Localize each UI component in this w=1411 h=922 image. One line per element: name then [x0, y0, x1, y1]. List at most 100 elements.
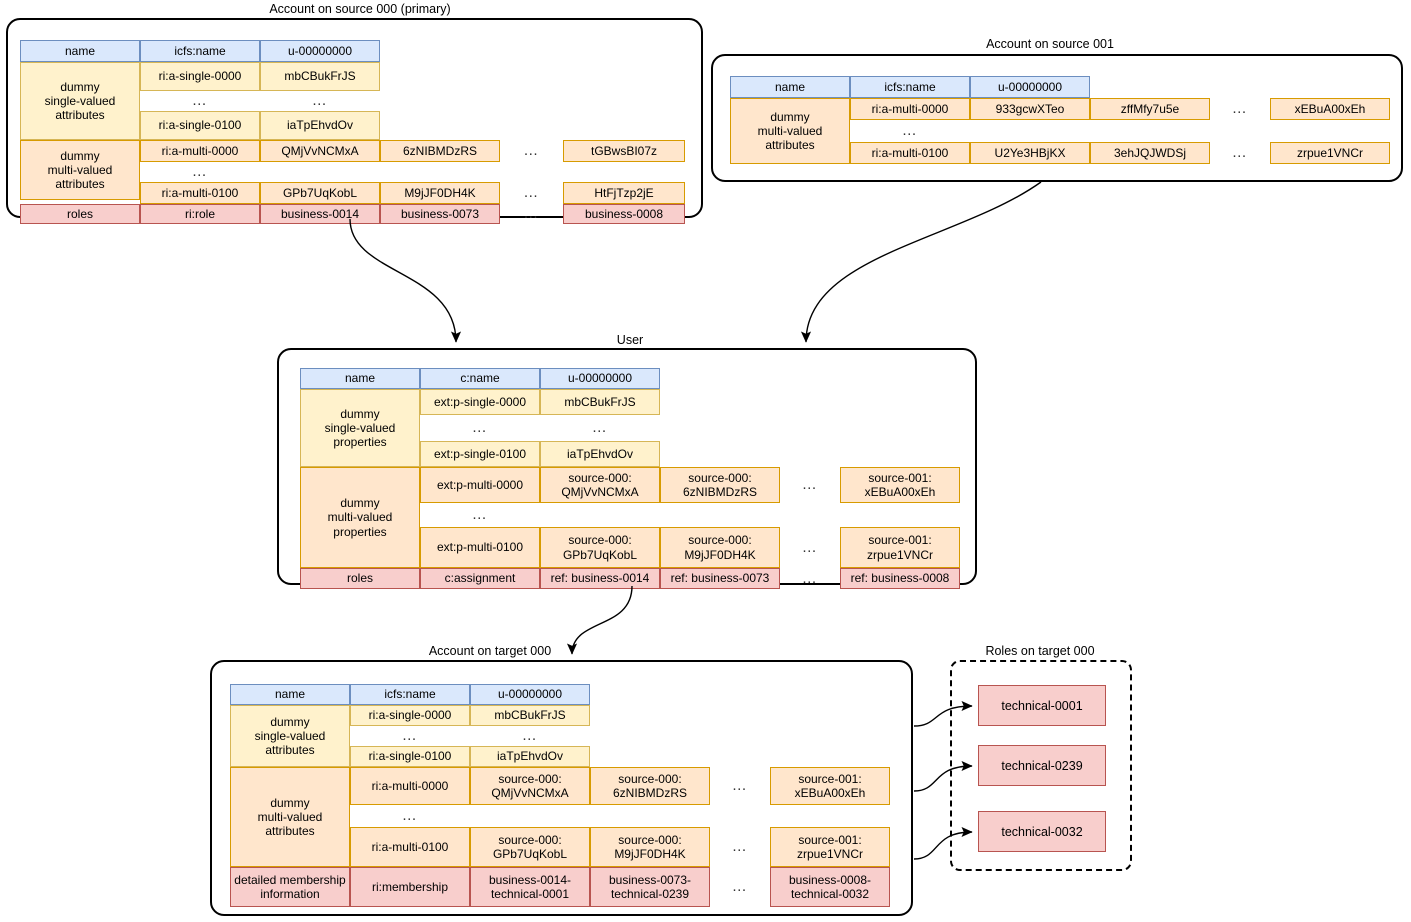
cell-t000-multi-v1-0: source-000:QMjVvNCMxA — [470, 767, 590, 805]
cell-t000-single-attr-ellipsis: … — [401, 727, 419, 745]
cell-t000-multi-dots-0: … — [731, 777, 749, 795]
cell-user-roles-last: ref: business-0008 — [840, 568, 960, 589]
cell-user-multi-v1-0: source-000:QMjVvNCMxA — [540, 467, 660, 503]
cell-t000-multi-attr-0: ri:a-multi-0000 — [350, 767, 470, 805]
cell-s001-header-name: name — [730, 76, 850, 98]
cell-multi-last-0: tGBwsBI07z — [563, 140, 685, 162]
cell-header-name: name — [20, 40, 140, 62]
cell-user-multi-attr-ellipsis: … — [471, 506, 489, 524]
title-user: User — [616, 333, 644, 347]
cell-header-icfsname: icfs:name — [140, 40, 260, 62]
cell-multi-v2-1: M9jJF0DH4K — [380, 182, 500, 204]
cell-roles-last: business-0008 — [563, 204, 685, 224]
cell-user-multi-v2-0: source-000:6zNIBMDzRS — [660, 467, 780, 503]
cell-single-value-0: mbCBukFrJS — [260, 62, 380, 91]
role-technical-0032[interactable]: technical-0032 — [978, 811, 1106, 852]
cell-user-multi-dots-1: … — [801, 538, 819, 556]
cell-user-single-attr-ellipsis: … — [471, 419, 489, 437]
cell-s001-header-uid: u-00000000 — [970, 76, 1090, 98]
cell-s001-multi-attr-ellipsis: … — [901, 122, 919, 140]
cell-t000-single-attr-0: ri:a-single-0000 — [350, 705, 470, 726]
arrow-source000-to-user — [349, 218, 462, 343]
cell-multi-v2-0: 6zNIBMDzRS — [380, 140, 500, 162]
cell-s001-multi-last-0: xEBuA00xEh — [1270, 98, 1390, 120]
title-account-source-000: Account on source 000 (primary) — [269, 2, 451, 16]
cell-user-single-value-0: mbCBukFrJS — [540, 389, 660, 415]
cell-user-roles-value-0: ref: business-0014 — [540, 568, 660, 589]
cell-s001-multi-dots-0: … — [1231, 100, 1249, 118]
cell-user-single-value-ellipsis: … — [591, 419, 609, 437]
arrow-source001-to-user — [800, 181, 1042, 343]
title-roles-target-000: Roles on target 000 — [985, 644, 1095, 658]
cell-user-roles-attr: c:assignment — [420, 568, 540, 589]
cell-user-multi-dots-0: … — [801, 476, 819, 494]
title-account-source-001: Account on source 001 — [986, 37, 1114, 51]
cell-t000-single-value-ellipsis: … — [521, 727, 539, 745]
cell-single-attr-ellipsis: … — [191, 92, 209, 110]
cell-roles-value-0: business-0014 — [260, 204, 380, 224]
cell-multi-attr-0: ri:a-multi-0000 — [140, 140, 260, 162]
cell-t000-header-name: name — [230, 684, 350, 705]
role-technical-0001[interactable]: technical-0001 — [978, 685, 1106, 726]
cell-user-multi-attr-1: ext:p-multi-0100 — [420, 527, 540, 568]
cell-s001-header-icfsname: icfs:name — [850, 76, 970, 98]
cell-multi-v1-1: GPb7UqKobL — [260, 182, 380, 204]
cell-user-single-attr-0: ext:p-single-0000 — [420, 389, 540, 415]
cell-multi-attr-1: ri:a-multi-0100 — [140, 182, 260, 204]
cell-user-single-attr-1: ext:p-single-0100 — [420, 441, 540, 467]
cell-roles-value-1: business-0073 — [380, 204, 500, 224]
cell-user-multi-v2-1: source-000:M9jJF0DH4K — [660, 527, 780, 568]
cell-user-roles-dots: … — [801, 569, 819, 587]
cell-t000-header-icfsname: icfs:name — [350, 684, 470, 705]
cell-s001-multi-v1-1: U2Ye3HBjKX — [970, 142, 1090, 164]
cell-user-single-value-1: iaTpEhvdOv — [540, 441, 660, 467]
cell-t000-multi-last-1: source-001:zrpue1VNCr — [770, 827, 890, 867]
cell-t000-multi-v1-1: source-000:GPb7UqKobL — [470, 827, 590, 867]
cell-roles-dots: … — [523, 205, 540, 223]
cell-t000-single-attr-1: ri:a-single-0100 — [350, 746, 470, 767]
cell-user-multi-last-0: source-001:xEBuA00xEh — [840, 467, 960, 503]
cell-user-header-cname: c:name — [420, 368, 540, 389]
cell-t000-membership-attr: ri:membership — [350, 867, 470, 907]
cell-t000-membership-value-0: business-0014-technical-0001 — [470, 867, 590, 907]
cell-s001-multi-v2-1: 3ehJQJWDSj — [1090, 142, 1210, 164]
cell-t000-multi-attr-1: ri:a-multi-0100 — [350, 827, 470, 867]
cell-user-multi-last-1: source-001:zrpue1VNCr — [840, 527, 960, 568]
cell-multi-dots-1: … — [523, 184, 540, 202]
cell-header-uid: u-00000000 — [260, 40, 380, 62]
cell-single-attr-0: ri:a-single-0000 — [140, 62, 260, 91]
cell-roles-label: roles — [20, 204, 140, 224]
cell-user-multi-attr-0: ext:p-multi-0000 — [420, 467, 540, 503]
cell-t000-single-value-1: iaTpEhvdOv — [470, 746, 590, 767]
cell-multi-v1-0: QMjVvNCMxA — [260, 140, 380, 162]
cell-user-header-uid: u-00000000 — [540, 368, 660, 389]
cell-s001-multi-dots-1: … — [1231, 144, 1249, 162]
cell-user-multi-v1-1: source-000:GPb7UqKobL — [540, 527, 660, 568]
cell-t000-multi-v2-0: source-000:6zNIBMDzRS — [590, 767, 710, 805]
cell-s001-multi-v1-0: 933gcwXTeo — [970, 98, 1090, 120]
cell-t000-single-value-0: mbCBukFrJS — [470, 705, 590, 726]
cell-s001-multi-last-1: zrpue1VNCr — [1270, 142, 1390, 164]
cell-single-value-1: iaTpEhvdOv — [260, 111, 380, 140]
cell-user-roles-value-1: ref: business-0073 — [660, 568, 780, 589]
cell-t000-multi-last-0: source-001:xEBuA00xEh — [770, 767, 890, 805]
role-technical-0239[interactable]: technical-0239 — [978, 745, 1106, 786]
cell-t000-multi-dots-1: … — [731, 838, 749, 856]
cell-user-roles-label: roles — [300, 568, 420, 589]
cell-t000-header-uid: u-00000000 — [470, 684, 590, 705]
cell-t000-multi-attr-ellipsis: … — [401, 807, 419, 825]
cell-t000-membership-value-1: business-0073-technical-0239 — [590, 867, 710, 907]
cell-roles-attr: ri:role — [140, 204, 260, 224]
